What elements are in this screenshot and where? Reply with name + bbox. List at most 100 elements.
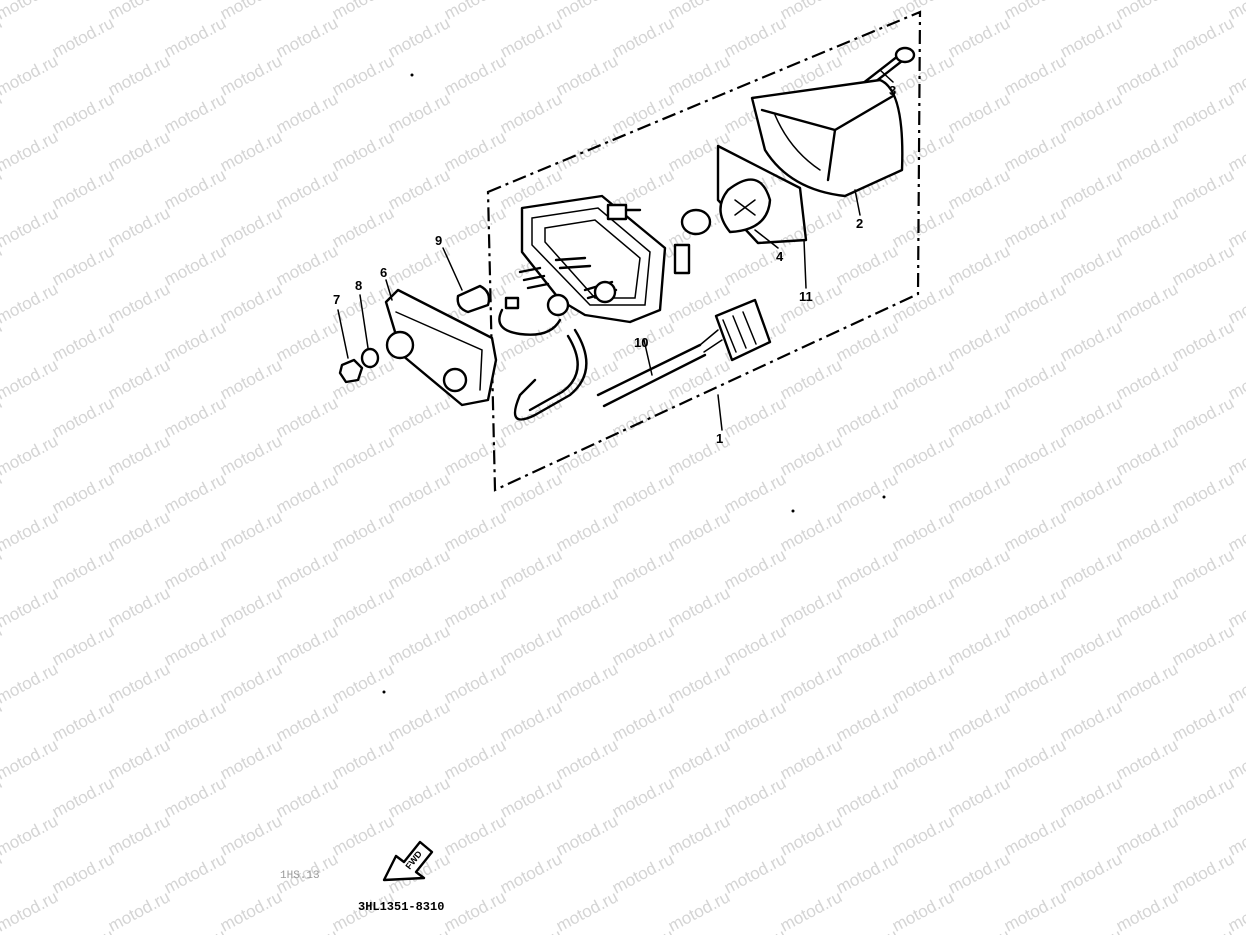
watermark-text: motod.ru bbox=[609, 773, 677, 821]
leader-lines bbox=[337, 69, 894, 431]
watermark-text: motod.ru bbox=[273, 773, 341, 821]
watermark-text: motod.ru bbox=[609, 89, 677, 137]
watermark-text: motod.ru bbox=[553, 507, 621, 555]
watermark-text: motod.ru bbox=[441, 735, 509, 783]
watermark-text: motod.ru bbox=[665, 887, 733, 935]
watermark-text: motod.ru bbox=[777, 355, 845, 403]
watermark-text: motod.ru bbox=[105, 887, 173, 935]
watermark-text: motod.ru bbox=[1001, 887, 1069, 935]
watermark-text: motod.ru bbox=[1001, 355, 1069, 403]
watermark-text: motod.ru bbox=[945, 697, 1013, 745]
watermark-text: motod.ru bbox=[441, 431, 509, 479]
watermark-text: motod.ru bbox=[721, 697, 789, 745]
watermark-text: motod.ru bbox=[1057, 469, 1125, 517]
watermark-text: motod.ru bbox=[49, 545, 117, 593]
watermark-text: motod.ru bbox=[49, 241, 117, 289]
watermark-text: motod.ru bbox=[329, 811, 397, 859]
watermark-text: motod.ru bbox=[49, 773, 117, 821]
watermark-text: motod.ru bbox=[945, 849, 1013, 897]
watermark-text: motod.ru bbox=[273, 89, 341, 137]
watermark-text: motod.ru bbox=[1169, 697, 1237, 745]
callout-11: 11 bbox=[799, 289, 813, 304]
watermark-text: motod.ru bbox=[777, 583, 845, 631]
watermark-text: motod.ru bbox=[49, 621, 117, 669]
watermark-text: motod.ru bbox=[609, 849, 677, 897]
watermark-text: motod.ru bbox=[1113, 203, 1181, 251]
watermark-text: motod.ru bbox=[49, 165, 117, 213]
watermark-text: motod.ru bbox=[721, 849, 789, 897]
forward-arrow-icon: FWD bbox=[382, 840, 434, 882]
watermark-text: motod.ru bbox=[665, 735, 733, 783]
callout-7: 7 bbox=[333, 292, 340, 307]
watermark-text: motod.ru bbox=[441, 811, 509, 859]
watermark-text: motod.ru bbox=[553, 0, 621, 24]
watermark-text: motod.ru bbox=[497, 469, 565, 517]
watermark-text: motod.ru bbox=[0, 659, 61, 707]
callout-2: 2 bbox=[856, 216, 863, 231]
watermark-text: motod.ru bbox=[889, 203, 957, 251]
watermark-text: motod.ru bbox=[1057, 393, 1125, 441]
watermark-text: motod.ru bbox=[1113, 127, 1181, 175]
watermark-text: motod.ru bbox=[721, 545, 789, 593]
watermark-text: motod.ru bbox=[1001, 811, 1069, 859]
watermark-text: motod.ru bbox=[105, 51, 173, 99]
watermark-text: motod.ru bbox=[889, 355, 957, 403]
watermark-text: motod.ru bbox=[1113, 811, 1181, 859]
watermark-text: motod.ru bbox=[665, 51, 733, 99]
watermark-text: motod.ru bbox=[1057, 545, 1125, 593]
watermark-text: motod.ru bbox=[1001, 203, 1069, 251]
watermark-text: motod.ru bbox=[217, 583, 285, 631]
diagram-code: 3HL1351-8310 bbox=[358, 900, 444, 914]
watermark-text: motod.ru bbox=[777, 659, 845, 707]
watermark-text: motod.ru bbox=[1001, 507, 1069, 555]
watermark-text: motod.ru bbox=[217, 51, 285, 99]
watermark-text: motod.ru bbox=[441, 887, 509, 935]
watermark-text: motod.ru bbox=[273, 241, 341, 289]
watermark-text: motod.ru bbox=[329, 51, 397, 99]
watermark-text: motod.ru bbox=[441, 203, 509, 251]
watermark-text: motod.ru bbox=[1113, 431, 1181, 479]
callout-9: 9 bbox=[435, 233, 442, 248]
watermark-text: motod.ru bbox=[721, 469, 789, 517]
watermark-text: motod.ru bbox=[273, 925, 341, 935]
watermark-text: motod.ru bbox=[945, 925, 1013, 935]
watermark-text: motod.ru bbox=[105, 659, 173, 707]
watermark-text: motod.ru bbox=[665, 583, 733, 631]
watermark-text: motod.ru bbox=[105, 735, 173, 783]
watermark-text: motod.ru bbox=[777, 203, 845, 251]
watermark-text: motod.ru bbox=[161, 849, 229, 897]
watermark-text: motod.ru bbox=[161, 13, 229, 61]
watermark-text: motod.ru bbox=[1169, 925, 1237, 935]
watermark-text: motod.ru bbox=[49, 393, 117, 441]
watermark-text: motod.ru bbox=[609, 621, 677, 669]
watermark-text: motod.ru bbox=[217, 887, 285, 935]
watermark-text: motod.ru bbox=[553, 887, 621, 935]
watermark-text: motod.ru bbox=[497, 925, 565, 935]
watermark-text: motod.ru bbox=[1113, 0, 1181, 24]
watermark-text: motod.ru bbox=[553, 659, 621, 707]
watermark-text: motod.ru bbox=[49, 89, 117, 137]
watermark-text: motod.ru bbox=[609, 469, 677, 517]
watermark-text: motod.ru bbox=[329, 735, 397, 783]
watermark-text: motod.ru bbox=[0, 583, 61, 631]
watermark-text: motod.ru bbox=[1001, 431, 1069, 479]
watermark-text: motod.ru bbox=[161, 89, 229, 137]
watermark-text: motod.ru bbox=[553, 811, 621, 859]
watermark-text: motod.ru bbox=[945, 393, 1013, 441]
watermark-text: motod.ru bbox=[1057, 165, 1125, 213]
watermark-text: motod.ru bbox=[0, 0, 61, 24]
watermark-text: motod.ru bbox=[441, 583, 509, 631]
watermark-text: motod.ru bbox=[0, 203, 61, 251]
watermark-text: motod.ru bbox=[161, 545, 229, 593]
watermark-text: motod.ru bbox=[833, 393, 901, 441]
watermark-text: motod.ru bbox=[105, 355, 173, 403]
watermark-text: motod.ru bbox=[161, 697, 229, 745]
watermark-text: motod.ru bbox=[553, 583, 621, 631]
ground-terminal-part bbox=[504, 296, 520, 310]
watermark-text: motod.ru bbox=[1113, 735, 1181, 783]
watermark-text: motod.ru bbox=[329, 203, 397, 251]
watermark-text: motod.ru bbox=[161, 925, 229, 935]
assembly-boundary bbox=[486, 10, 922, 492]
watermark-text: motod.ru bbox=[833, 241, 901, 289]
watermark-text: motod.ru bbox=[665, 659, 733, 707]
